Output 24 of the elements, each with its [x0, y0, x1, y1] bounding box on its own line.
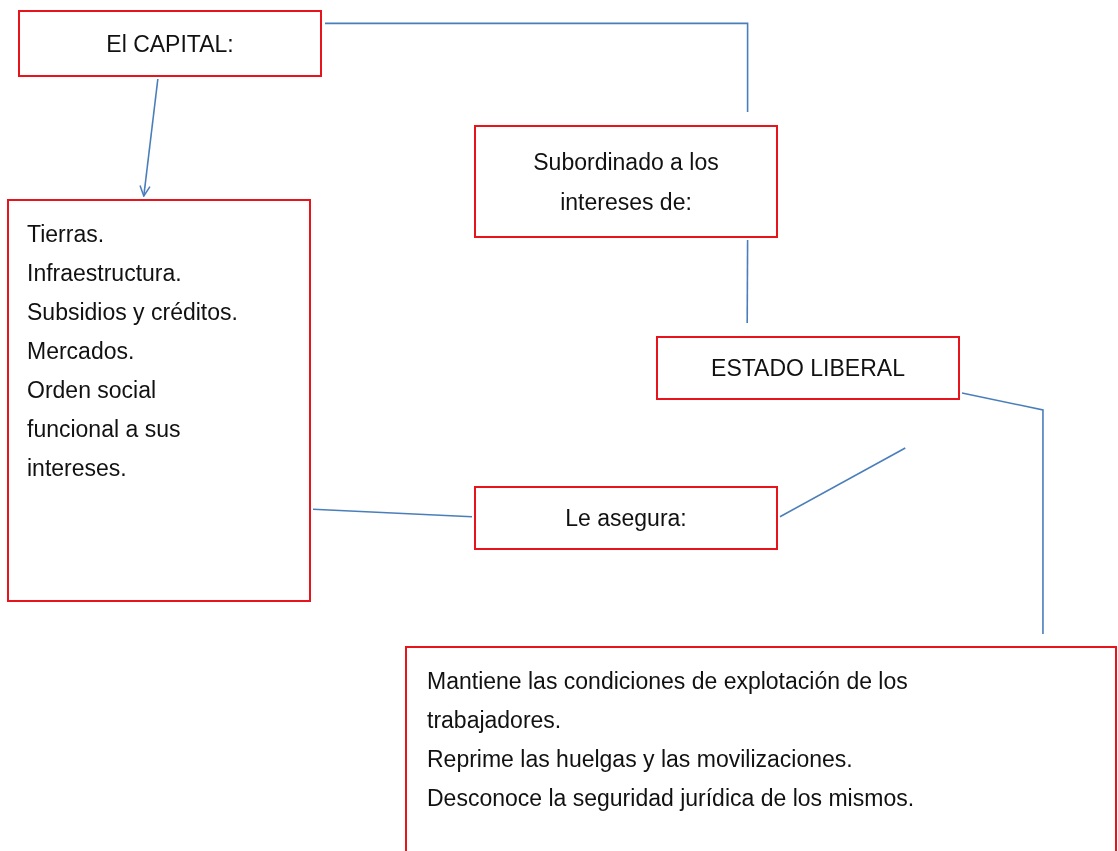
box-text: Reprime las huelgas y las movilizaciones. — [427, 745, 853, 774]
text-box — [18, 10, 322, 77]
connector-line — [779, 447, 907, 518]
connector-line — [746, 239, 749, 324]
box-text: Infraestructura. — [27, 259, 182, 288]
text-box — [405, 646, 1117, 851]
box-text: El CAPITAL: — [106, 29, 234, 59]
connector-line — [324, 22, 749, 113]
box-text: Le asegura: — [565, 504, 687, 533]
arrow — [139, 78, 159, 197]
box-text: Subordinado a los intereses de: — [532, 147, 720, 217]
text-box — [474, 125, 778, 238]
box-text: Desconoce la seguridad jurídica de los mismos. — [427, 784, 915, 813]
box-text: Orden social funcional a sus intereses. — [27, 376, 182, 483]
box-text: Mantiene las condiciones de explotación de los trabajadores. — [427, 667, 909, 735]
box-text: Mercados. — [27, 337, 135, 366]
text-box — [656, 336, 960, 400]
text-box — [474, 486, 778, 550]
box-text: ESTADO LIBERAL — [711, 354, 905, 383]
connector-line — [961, 392, 1044, 635]
text-box — [7, 199, 311, 602]
connector-line — [312, 508, 473, 518]
box-text: Subsidios y créditos. — [27, 298, 238, 327]
box-text: Tierras. — [27, 220, 105, 249]
